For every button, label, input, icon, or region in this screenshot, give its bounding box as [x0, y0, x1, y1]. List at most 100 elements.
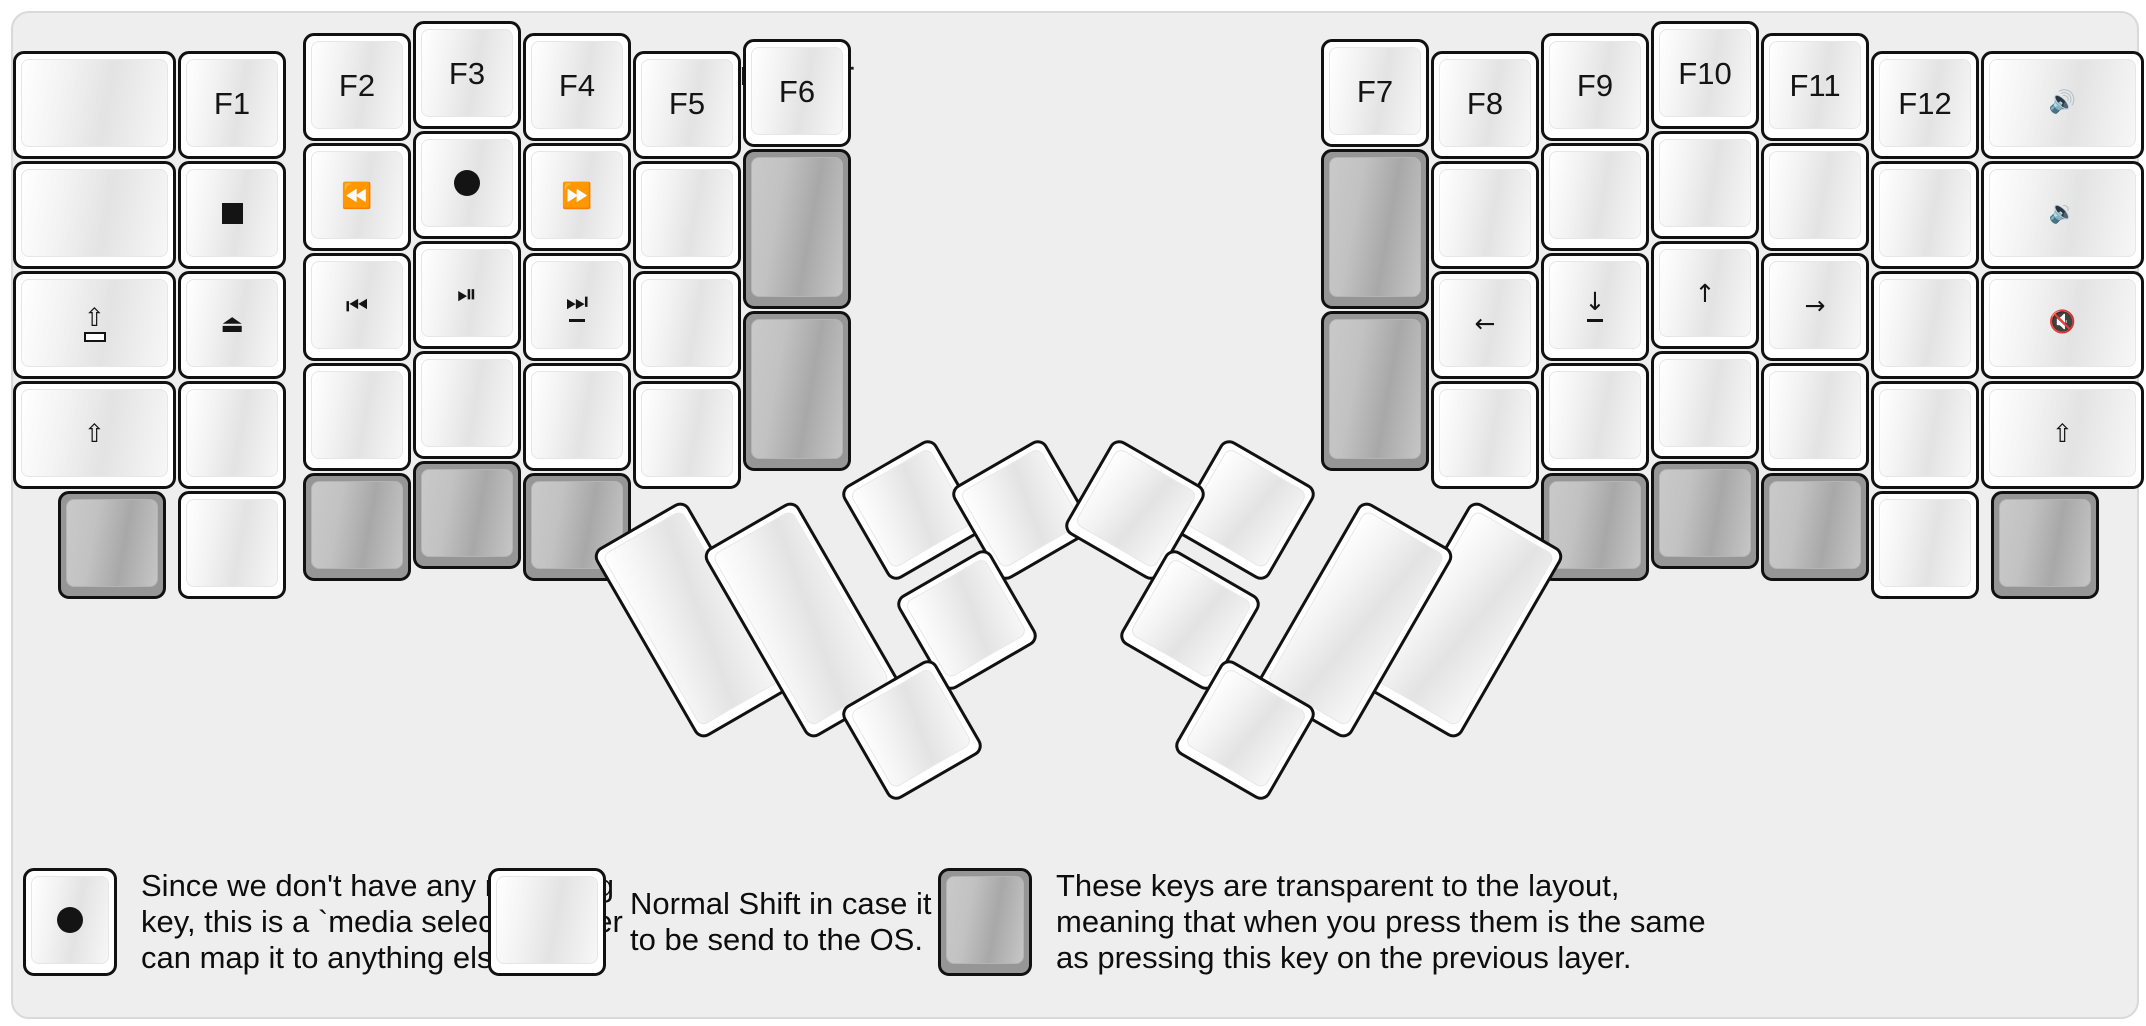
key-top: F6	[751, 47, 843, 135]
key-top: ↑	[1659, 249, 1751, 337]
key-l-c4-r3[interactable]	[523, 363, 631, 471]
key-top	[1879, 389, 1971, 477]
key-r-c4-r2[interactable]: →	[1761, 253, 1869, 361]
key-l-c2-r4[interactable]	[303, 473, 411, 581]
key-top	[1329, 319, 1421, 459]
key-l-c2-r3[interactable]	[303, 363, 411, 471]
key-l-c0-r3[interactable]: ⇧	[13, 381, 176, 489]
key-r-c0-r2[interactable]	[1321, 311, 1429, 471]
key-r-c5-r4[interactable]	[1871, 491, 1979, 599]
key-top	[1769, 371, 1861, 459]
key-top	[421, 359, 513, 447]
key-l-c4-r4[interactable]	[523, 473, 631, 581]
key-r-c1-r0[interactable]: F8	[1431, 51, 1539, 159]
key-l-c6-r1[interactable]	[743, 149, 851, 309]
key-r-c6-r4[interactable]	[1991, 491, 2099, 599]
key-l-c1-r1[interactable]	[178, 161, 286, 269]
key-top	[186, 499, 278, 587]
key-l-c0-r2[interactable]: ⇧	[13, 271, 176, 379]
key-top	[641, 389, 733, 477]
key-top: ⇧	[21, 389, 168, 477]
key-top	[946, 876, 1024, 964]
key-top	[421, 139, 513, 227]
key-l-c0-r0[interactable]	[13, 51, 176, 159]
key-l-c0-r4[interactable]	[58, 491, 166, 599]
key-top	[1879, 499, 1971, 587]
key-group-right-thumb	[13, 13, 2137, 1017]
key-r-c3-r3[interactable]	[1651, 351, 1759, 459]
key-top	[66, 499, 158, 587]
key-r-c0-r1[interactable]	[1321, 149, 1429, 309]
key-r-c6-r1[interactable]: 🔉	[1981, 161, 2144, 269]
keyboard-board: fn Layer ⇧⇧F1⏏F2⏪⏮F3⏯F4⏩⏭F5F6F7F8←F9↓F10…	[11, 11, 2144, 1019]
key-top: ↓	[1549, 261, 1641, 349]
key-top	[1549, 481, 1641, 569]
key-r-c4-r1[interactable]	[1761, 143, 1869, 251]
legend-key-1	[23, 868, 117, 976]
key-l-c4-r2[interactable]: ⏭	[523, 253, 631, 361]
key-l-c5-r2[interactable]	[633, 271, 741, 379]
key-r-c2-r1[interactable]	[1541, 143, 1649, 251]
key-top	[1769, 151, 1861, 239]
key-l-c1-r4[interactable]	[178, 491, 286, 599]
key-top	[1879, 279, 1971, 367]
key-r-c1-r3[interactable]	[1431, 381, 1539, 489]
legend-key-2	[488, 868, 606, 976]
key-r-c6-r3[interactable]: ⇧	[1981, 381, 2144, 489]
key-l-c5-r0[interactable]: F5	[633, 51, 741, 159]
key-top	[751, 319, 843, 459]
key-l-c2-r0[interactable]: F2	[303, 33, 411, 141]
key-l-c3-r4[interactable]	[413, 461, 521, 569]
key-l-c6-r2[interactable]	[743, 311, 851, 471]
record-dot-icon	[57, 907, 83, 933]
key-top	[186, 389, 278, 477]
key-l-c6-r0[interactable]: F6	[743, 39, 851, 147]
key-top	[531, 371, 623, 459]
key-top	[1659, 139, 1751, 227]
key-top	[1549, 151, 1641, 239]
key-r-c3-r1[interactable]	[1651, 131, 1759, 239]
key-l-c3-r2[interactable]: ⏯	[413, 241, 521, 349]
legend-text-3: These keys are transparent to the layout…	[1056, 868, 1706, 975]
key-r-c3-r2[interactable]: ↑	[1651, 241, 1759, 349]
key-l-c5-r3[interactable]	[633, 381, 741, 489]
key-top	[1439, 169, 1531, 257]
key-l-c5-r1[interactable]	[633, 161, 741, 269]
key-l-c3-r3[interactable]	[413, 351, 521, 459]
key-top: →	[1769, 261, 1861, 349]
key-top	[496, 876, 598, 964]
key-r-c4-r4[interactable]	[1761, 473, 1869, 581]
key-r-c2-r4[interactable]	[1541, 473, 1649, 581]
key-r-c2-r3[interactable]	[1541, 363, 1649, 471]
key-r-c3-r0[interactable]: F10	[1651, 21, 1759, 129]
key-r-c4-r3[interactable]	[1761, 363, 1869, 471]
key-top	[311, 481, 403, 569]
key-top	[641, 169, 733, 257]
key-r-c5-r3[interactable]	[1871, 381, 1979, 489]
key-top	[751, 157, 843, 297]
key-r-c5-r2[interactable]	[1871, 271, 1979, 379]
key-top	[421, 469, 513, 557]
key-top	[1659, 469, 1751, 557]
key-r-c2-r2[interactable]: ↓	[1541, 253, 1649, 361]
key-r-c1-r2[interactable]: ←	[1431, 271, 1539, 379]
key-top	[1549, 371, 1641, 459]
key-r-c3-r4[interactable]	[1651, 461, 1759, 569]
key-r-c6-r2[interactable]: 🔇	[1981, 271, 2144, 379]
key-top	[1329, 157, 1421, 297]
key-top: F5	[641, 59, 733, 147]
key-top	[1659, 359, 1751, 447]
key-top	[311, 371, 403, 459]
key-l-c1-r3[interactable]	[178, 381, 286, 489]
key-l-c3-r1[interactable]	[413, 131, 521, 239]
key-l-c0-r1[interactable]	[13, 161, 176, 269]
legend-item-3: These keys are transparent to the layout…	[938, 868, 1706, 976]
key-r-c5-r1[interactable]	[1871, 161, 1979, 269]
key-top	[641, 279, 733, 367]
key-top	[21, 169, 168, 257]
key-top	[1879, 169, 1971, 257]
key-r-c1-r1[interactable]	[1431, 161, 1539, 269]
